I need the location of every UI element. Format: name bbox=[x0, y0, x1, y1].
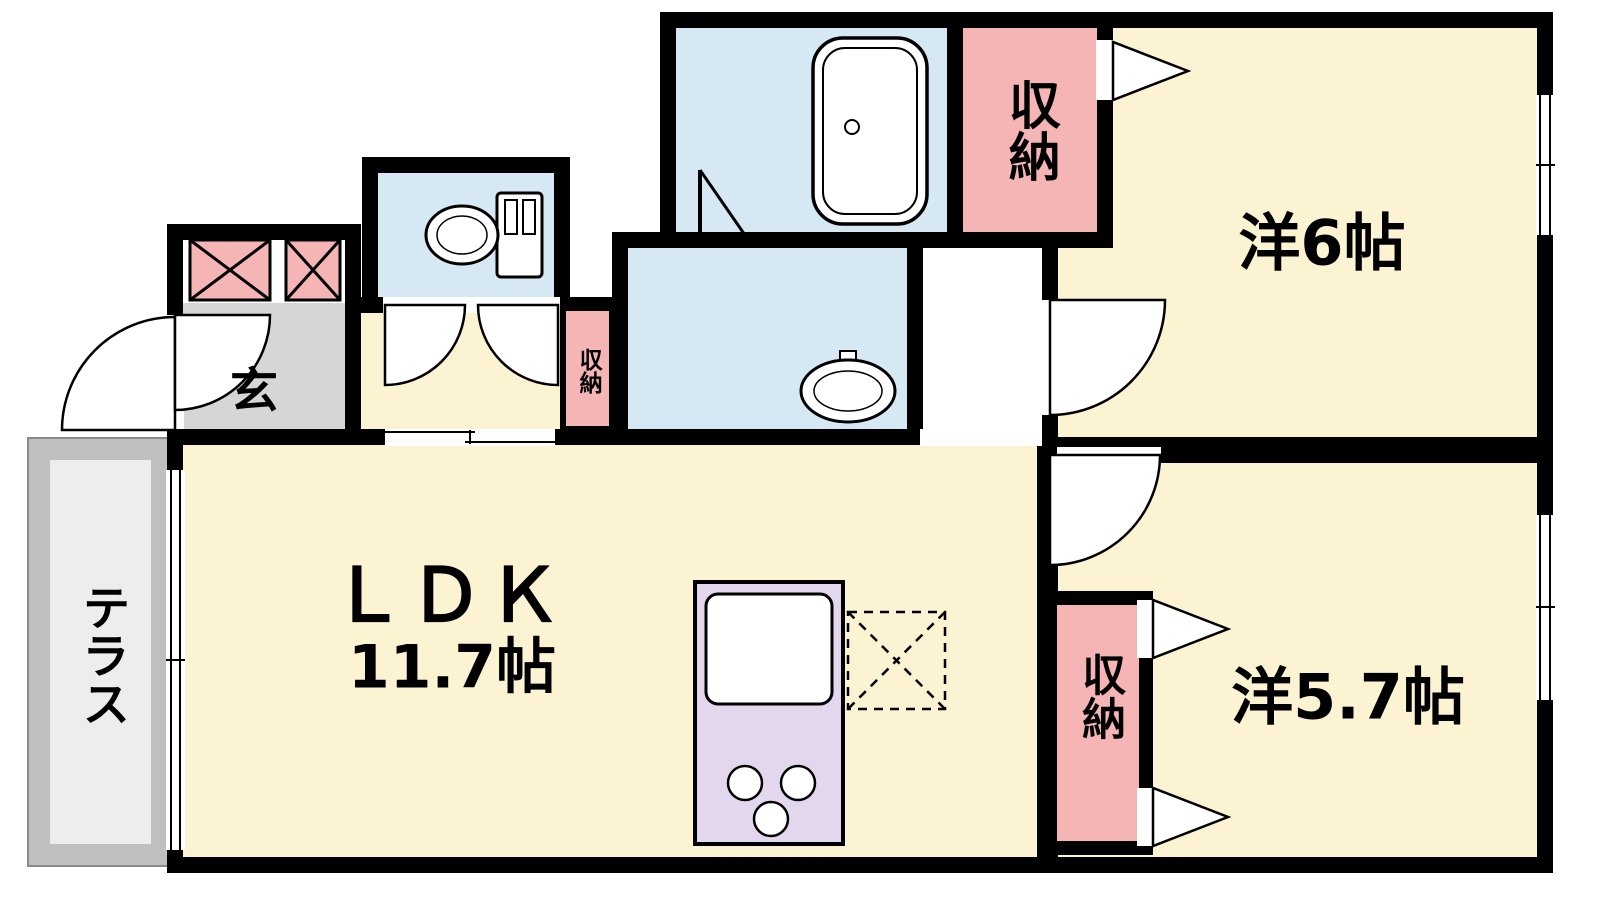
x-mark bbox=[189, 238, 271, 302]
western6-label: 洋6帖 bbox=[1238, 206, 1406, 280]
room57-door-arc bbox=[1048, 453, 1162, 567]
bathtub-inner bbox=[822, 47, 918, 215]
washbasin-bowl-inner bbox=[813, 370, 883, 412]
washroom-door-arc bbox=[476, 303, 560, 387]
bathtub bbox=[811, 36, 929, 226]
closet-doors bbox=[1111, 40, 1232, 848]
bathtub-drain bbox=[844, 119, 860, 135]
x-mark bbox=[284, 238, 342, 302]
genkan-label: 玄 bbox=[229, 362, 279, 419]
storage-top-opening bbox=[1096, 40, 1114, 100]
dashed-table-outline bbox=[846, 610, 947, 711]
stove-burner bbox=[752, 800, 790, 838]
dashed-table-diagonal bbox=[847, 611, 946, 710]
western57-label: 洋5.7帖 bbox=[1231, 660, 1465, 734]
storage-hall-label: 収納 bbox=[575, 348, 602, 394]
toilet-bowl-inner bbox=[436, 215, 488, 255]
storage-bottom-opening2 bbox=[1137, 788, 1155, 846]
entrance-door-arc-inner bbox=[173, 313, 272, 412]
ldk-label: ＬＤＫ bbox=[331, 553, 565, 640]
bath-door-leaf bbox=[698, 169, 749, 239]
washbasin bbox=[799, 350, 897, 424]
storage-bottom-door2 bbox=[1151, 786, 1232, 848]
terrace-inner bbox=[50, 460, 151, 844]
storage-bottom-label: 収納 bbox=[1074, 652, 1126, 740]
room-ldk bbox=[167, 429, 1053, 873]
stove-burner bbox=[779, 764, 817, 802]
dashed-table bbox=[846, 610, 947, 711]
room6-door-arc bbox=[1048, 298, 1167, 417]
door-arcs bbox=[60, 298, 1167, 567]
toilet-tank-detail bbox=[522, 199, 536, 235]
storage-bottom bbox=[1043, 591, 1153, 855]
corridor bbox=[907, 232, 1058, 445]
shoe-cabinets bbox=[188, 238, 342, 302]
ldk-size-label: 11.7帖 bbox=[347, 632, 557, 703]
entrance-door-arc-outer bbox=[60, 315, 177, 432]
bathtub-outer bbox=[811, 36, 929, 226]
storage-top-door bbox=[1111, 40, 1192, 102]
kitchen-sink bbox=[704, 592, 834, 706]
toilet-door-arc bbox=[383, 303, 467, 387]
toilet-fixture bbox=[424, 191, 544, 279]
windows bbox=[166, 95, 1555, 850]
storage-hall bbox=[560, 305, 615, 432]
toilet-tank-detail bbox=[504, 199, 518, 235]
storage-bottom-opening1 bbox=[1137, 600, 1155, 658]
storage-bottom-door1 bbox=[1151, 598, 1232, 660]
storage-top-label: 収納 bbox=[999, 78, 1060, 182]
storage-top bbox=[947, 12, 1113, 248]
stove-burner bbox=[726, 764, 764, 802]
terrace-label: テラス bbox=[73, 583, 130, 727]
corridor-ldk-opening bbox=[920, 429, 1042, 446]
kitchen bbox=[693, 580, 845, 846]
